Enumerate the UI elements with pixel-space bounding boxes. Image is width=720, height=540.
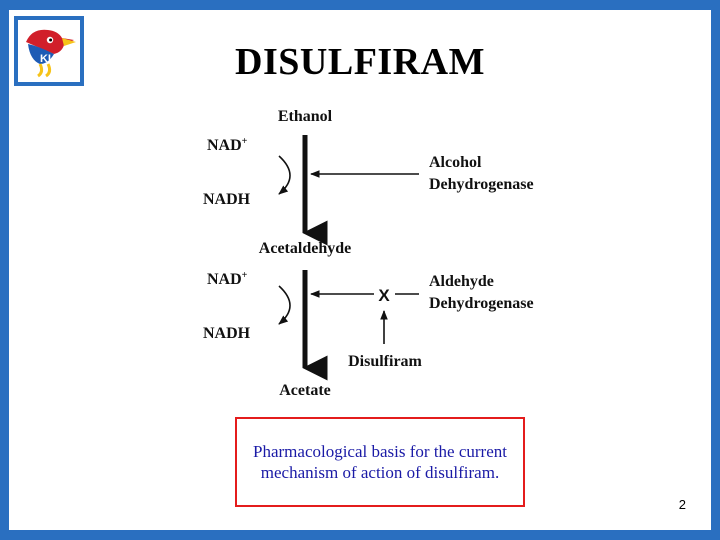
slide: KU DISULFIRAM Ethanol Acetaldehyde Aceta… <box>9 10 711 530</box>
caption-box: Pharmacological basis for the current me… <box>235 417 525 507</box>
page-number: 2 <box>678 497 686 512</box>
compound-acetate: Acetate <box>279 382 331 399</box>
jayhawk-icon: KU <box>18 20 80 82</box>
enzyme-alcohol-line2: Dehydrogenase <box>429 176 534 193</box>
enzyme-aldehyde-line2: Dehydrogenase <box>429 295 534 312</box>
compound-ethanol: Ethanol <box>278 108 333 125</box>
cofactor-arrow-step2 <box>278 285 291 325</box>
metabolism-diagram: Ethanol Acetaldehyde Acetate NAD+ NADH A… <box>203 108 534 399</box>
logo-text: KU <box>40 53 56 65</box>
compound-acetaldehyde: Acetaldehyde <box>259 240 351 257</box>
enzyme-alcohol-line1: Alcohol <box>429 154 482 171</box>
cofactor-nad-step1: NAD+ <box>207 136 248 154</box>
cofactor-nadh-step2: NADH <box>203 325 251 342</box>
cofactor-nad-step2: NAD+ <box>207 270 248 288</box>
caption-text: Pharmacological basis for the current me… <box>253 442 507 482</box>
university-logo: KU <box>14 16 84 86</box>
cofactor-nadh-step1: NADH <box>203 191 251 208</box>
enzyme-aldehyde-line1: Aldehyde <box>429 273 494 290</box>
inhibitor-disulfiram: Disulfiram <box>348 353 422 370</box>
cofactor-arrow-step1 <box>278 155 291 195</box>
inhibition-x-mark: X <box>378 286 390 305</box>
page-title: DISULFIRAM <box>235 41 485 83</box>
